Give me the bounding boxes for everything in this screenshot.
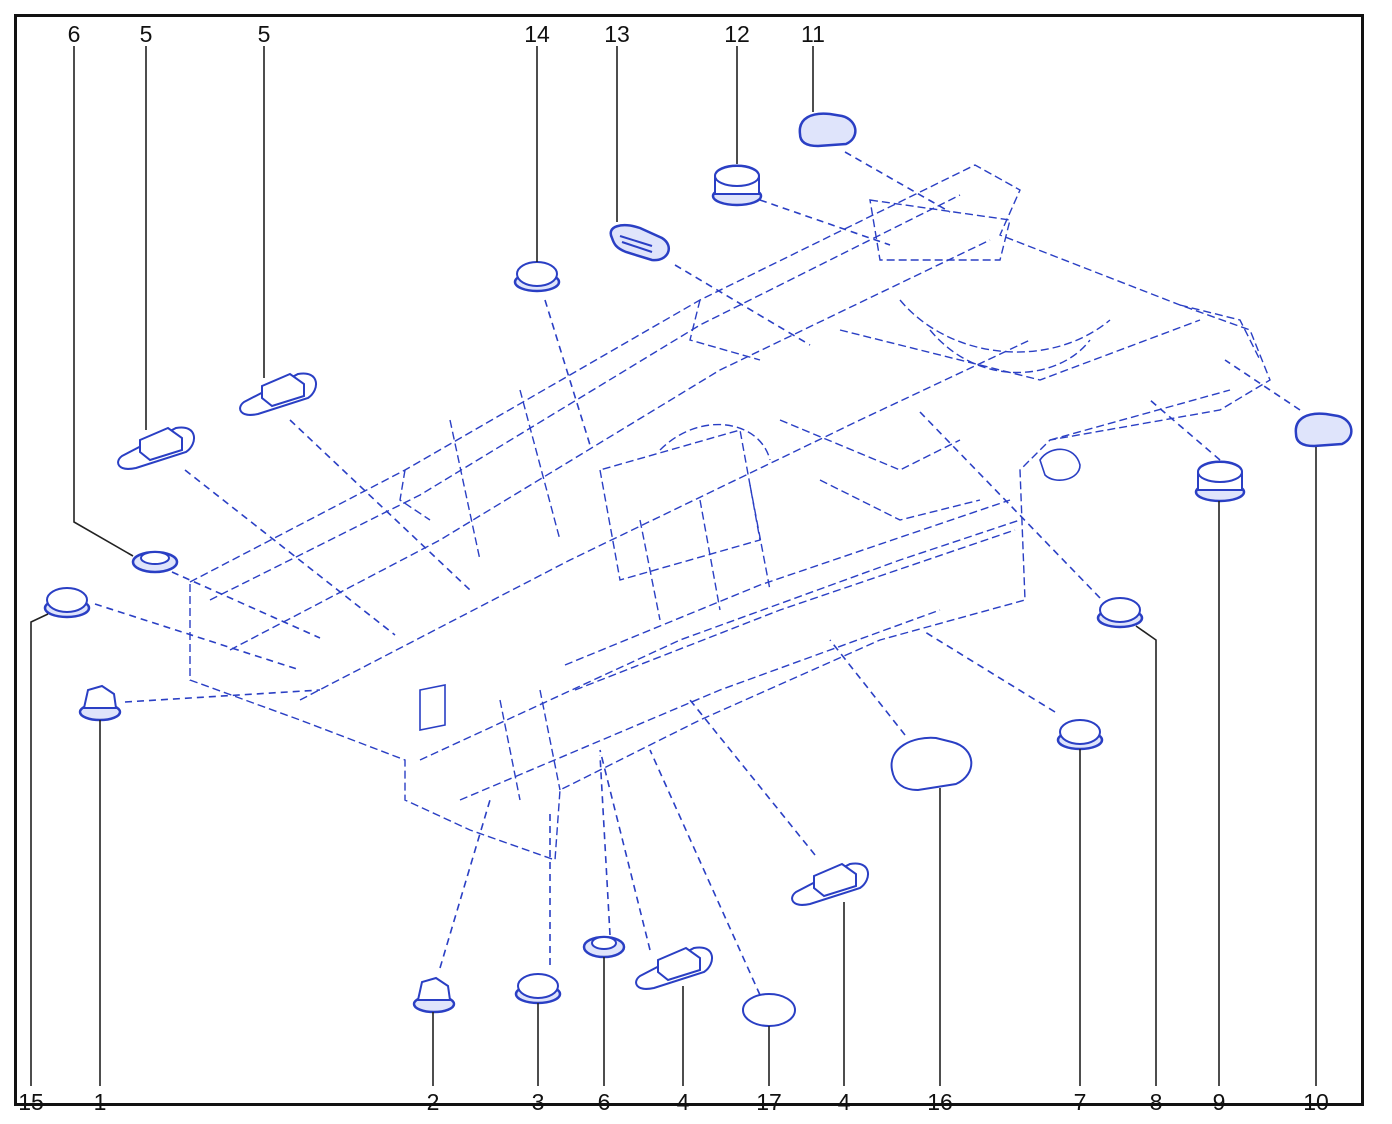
callout-label: 4 [677,1089,690,1115]
callout-label: 2 [427,1089,440,1115]
callout-label: 4 [838,1089,851,1115]
plug-4-right [791,862,869,906]
callout-label: 17 [756,1089,782,1115]
patch-17 [742,993,796,1027]
diagram-frame [14,14,1364,1106]
plug-7 [1056,719,1104,751]
callout-label: 8 [1150,1089,1163,1115]
grommet-6-left [131,550,179,574]
plug-10 [1294,412,1353,448]
callout-label: 1 [94,1089,107,1115]
leader-lines [30,46,1317,1086]
plug-9 [1194,460,1246,503]
plug-2 [412,976,456,1014]
plug-parts [43,112,1353,1027]
callout-label: 12 [724,21,750,47]
plug-16 [890,736,973,792]
plug-3 [514,973,562,1005]
callout-label: 16 [927,1089,953,1115]
plug-5-right [239,372,317,416]
callout-label: 7 [1074,1089,1087,1115]
callout-label: 6 [598,1089,611,1115]
callout-label: 11 [801,21,825,47]
callout-label: 6 [68,21,81,47]
callout-label: 13 [604,21,630,47]
callout-label: 14 [524,21,550,47]
callout-label: 5 [258,21,271,47]
vehicle-underbody [189,164,1271,861]
callout-label: 3 [532,1089,545,1115]
callout-labels: 6 5 5 14 13 12 11 15 1 2 3 6 4 17 4 16 7… [18,21,1329,1115]
plug-12 [711,164,763,207]
grommet-6-bottom [582,935,626,959]
assembly-arrows [94,151,1301,996]
callout-label: 15 [18,1089,44,1115]
plug-13 [609,224,671,262]
plug-5-left [117,426,195,470]
callout-label: 9 [1213,1089,1226,1115]
callout-label: 10 [1303,1089,1329,1115]
plug-1 [78,684,122,722]
plug-11 [798,112,857,148]
plug-15 [43,587,91,619]
callout-label: 5 [140,21,153,47]
plug-14 [513,261,561,293]
plug-4-left [635,946,713,990]
plug-8 [1096,597,1144,629]
